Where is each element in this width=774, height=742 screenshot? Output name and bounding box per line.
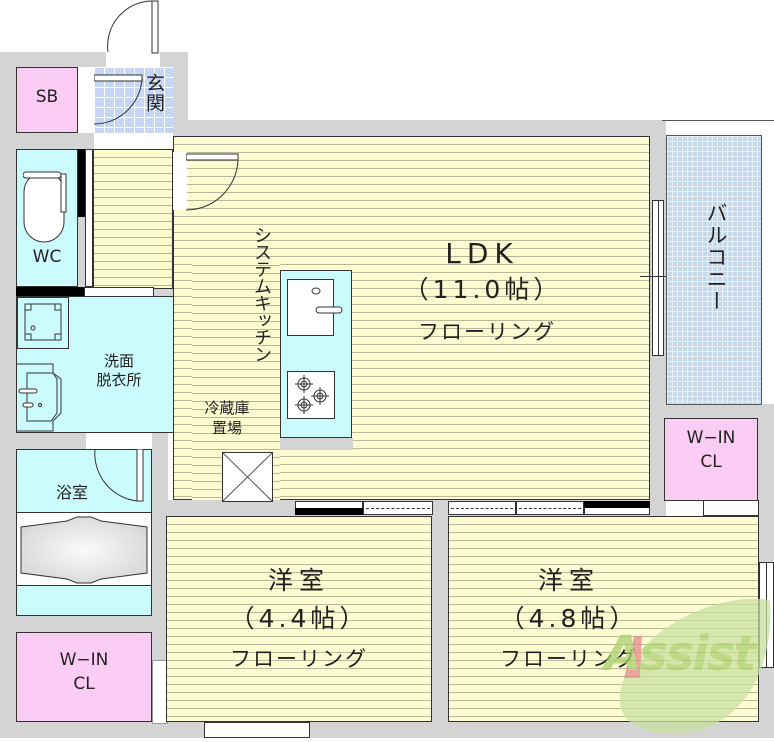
balcony: バルコニー <box>666 135 762 405</box>
wall-between-bedrooms <box>432 500 448 722</box>
fridge-cross-icon <box>222 452 273 502</box>
wc-wall-dark <box>78 149 85 217</box>
fridge-space <box>222 452 273 502</box>
kitchen-counter <box>280 270 352 438</box>
room-bedroom-2: 洋室 （4.8帖） フローリング <box>448 516 759 722</box>
room-wic-right-label-2: CL <box>700 452 722 472</box>
closet-door-4-track <box>519 508 581 509</box>
bedroom-1-window[interactable] <box>204 722 310 738</box>
room-wc: WC <box>16 149 78 287</box>
room1-name: 洋室 <box>267 566 330 595</box>
room-yokushitsu: 浴室 <box>16 449 152 616</box>
sb-door-opening <box>78 67 94 133</box>
room-wic-left: W−IN CL <box>16 632 152 722</box>
bathtub <box>17 512 151 586</box>
wic-right-side <box>758 404 774 514</box>
room2-name: 洋室 <box>537 566 600 595</box>
fridge-label-1: 冷蔵庫 <box>204 399 250 417</box>
closet-door-1-dark <box>295 508 363 515</box>
bath-door[interactable] <box>92 448 148 505</box>
closet-door-5-dark <box>584 501 650 508</box>
door-swing-icon <box>185 153 239 211</box>
wc-partition <box>85 149 93 287</box>
system-kitchen-label: システムキッチン <box>251 226 272 362</box>
sink-icon <box>17 363 62 432</box>
outer-wall-top-ldk <box>173 120 665 136</box>
room-bedroom-1: 洋室 （4.4帖） フローリング <box>166 516 432 722</box>
wall-bath-wic <box>16 616 152 632</box>
ldk-balcony-window[interactable] <box>652 200 664 356</box>
room-wic-left-label-2: CL <box>73 674 95 694</box>
room2-floor: フローリング <box>500 647 638 671</box>
room-wic-right-label-1: W−IN <box>686 428 736 448</box>
toilet-icon <box>23 171 67 243</box>
bathtub-icon <box>20 516 148 584</box>
ldk-door-opening <box>173 152 187 210</box>
room-sb: SB <box>16 67 78 133</box>
closet-door-3-track <box>451 508 513 509</box>
room-sb-label: SB <box>35 87 59 107</box>
ldk-size: （11.0帖） <box>403 275 563 304</box>
ldk-door[interactable] <box>185 152 242 212</box>
bedroom-2-window[interactable] <box>759 562 774 668</box>
stove-icon <box>287 371 335 419</box>
outer-wall-top-left <box>0 52 106 67</box>
room-senmen-label-2: 脱衣所 <box>96 371 142 389</box>
hall-closet-dark <box>16 287 84 296</box>
sb-door[interactable] <box>93 72 146 128</box>
outer-wall-bottom <box>0 722 774 738</box>
room1-floor: フローリング <box>230 647 368 671</box>
ldk-floor: フローリング <box>418 320 556 344</box>
hallway <box>93 149 173 289</box>
door-swing-icon <box>94 448 144 502</box>
window-center-line <box>640 276 676 277</box>
bath-door-opening <box>86 433 152 449</box>
room-wic-right: W−IN CL <box>664 418 758 501</box>
room-yokushitsu-label: 浴室 <box>55 483 88 502</box>
room-wc-label: WC <box>32 247 62 267</box>
genkan-step <box>94 133 173 149</box>
entrance-door[interactable] <box>106 0 160 66</box>
counter-end-wall <box>280 438 353 450</box>
door-swing-icon <box>93 74 143 125</box>
balcony-outline <box>662 120 774 121</box>
room2-size: （4.8帖） <box>499 604 639 633</box>
washing-machine-icon <box>17 297 69 349</box>
room-wic-left-label-1: W−IN <box>59 650 109 670</box>
room-genkan-label: 玄関 <box>143 73 165 113</box>
room1-size: （4.4帖） <box>229 604 369 633</box>
balcony-label: バルコニー <box>704 202 728 312</box>
fridge-label-2: 置場 <box>211 419 242 437</box>
ldk-name: LDK <box>445 237 519 270</box>
room-senmen: 洗面 脱衣所 <box>16 296 176 433</box>
closet-door-2-track <box>366 508 430 509</box>
kitchen-sink-icon <box>287 279 343 336</box>
wic-right-outer <box>650 404 774 420</box>
wic-right-door[interactable] <box>703 500 759 516</box>
door-swing-icon <box>107 0 159 54</box>
wall-sb-wc <box>16 133 96 149</box>
outer-wall-left <box>0 52 16 738</box>
room-senmen-label-1: 洗面 <box>103 352 134 370</box>
